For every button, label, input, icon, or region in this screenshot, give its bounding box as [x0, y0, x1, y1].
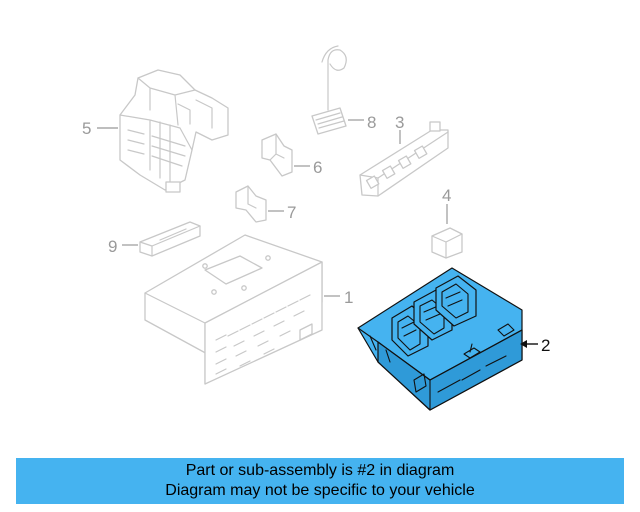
part-5-relay-housing[interactable] — [119, 69, 229, 193]
banner-line-2: Diagram may not be specific to your vehi… — [165, 482, 475, 499]
callout-7: 7 — [287, 203, 296, 222]
part-8-connector[interactable] — [311, 45, 347, 135]
callout-9: 9 — [108, 237, 117, 256]
callout-1: 1 — [344, 288, 353, 307]
callout-6: 6 — [313, 158, 322, 177]
part-info-banner: Part or sub-assembly is #2 in diagram Di… — [16, 458, 624, 504]
part-9-connector[interactable] — [139, 221, 201, 257]
callout-8: 8 — [367, 113, 376, 132]
banner-line-1: Part or sub-assembly is #2 in diagram — [185, 462, 455, 479]
parts-diagram: 5 8 3 6 7 4 9 — [82, 45, 550, 411]
part-6-fuse[interactable] — [261, 133, 293, 177]
callout-2: 2 — [541, 336, 550, 355]
part-3-relay-strip[interactable] — [359, 121, 449, 197]
part-2-control-module[interactable] — [357, 267, 523, 411]
part-1-fuse-box[interactable] — [144, 234, 323, 385]
part-4-relay[interactable] — [431, 227, 463, 259]
part-7-fuse[interactable] — [235, 185, 267, 223]
callout-5: 5 — [82, 119, 91, 138]
callout-3: 3 — [395, 113, 404, 132]
callout-4: 4 — [442, 186, 451, 205]
